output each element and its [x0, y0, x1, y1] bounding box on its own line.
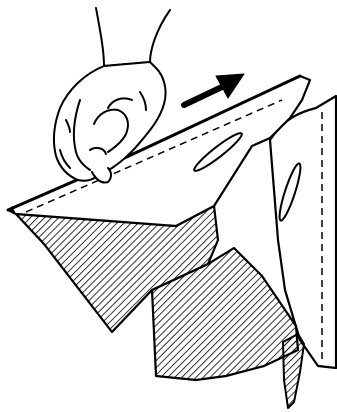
hatched-panel-small [283, 334, 304, 408]
arrow-right-icon [184, 74, 244, 105]
